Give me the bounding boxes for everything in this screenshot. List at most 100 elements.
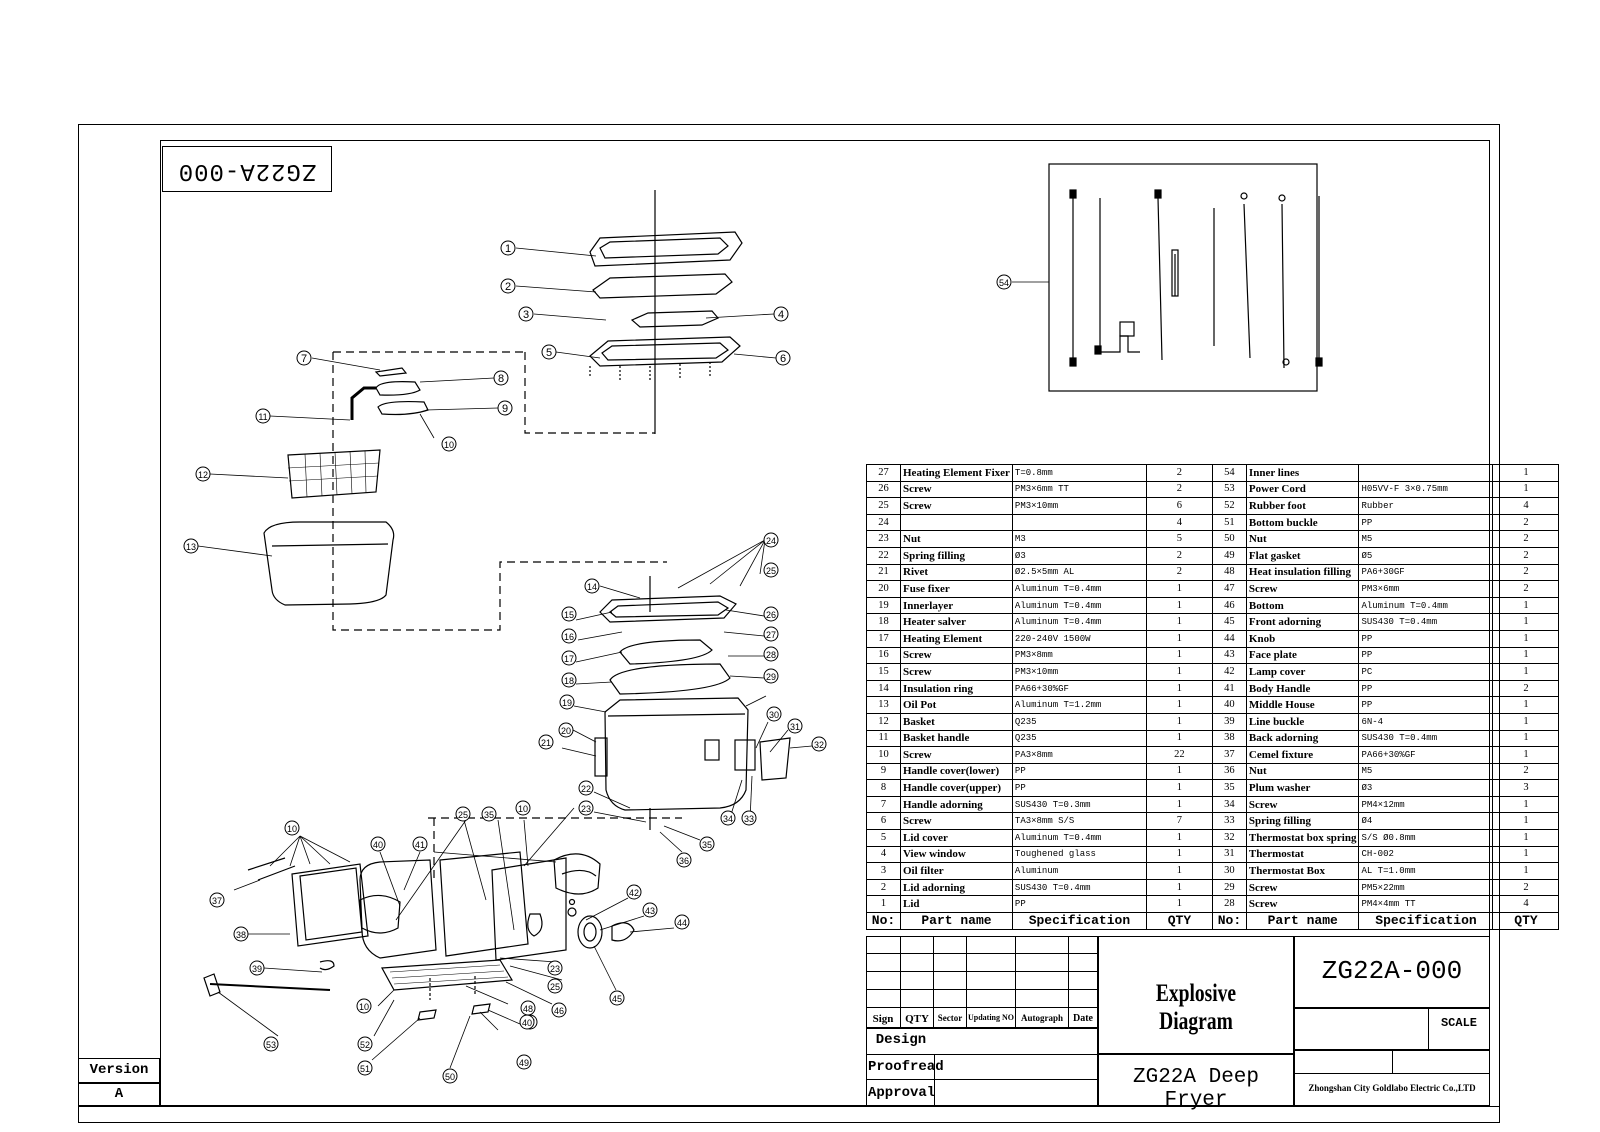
parts-cell: 1: [1492, 845, 1560, 864]
parts-cell: 1: [1492, 829, 1560, 847]
rev-header-date: Date: [1073, 1013, 1093, 1024]
parts-cell: 1: [1145, 878, 1213, 897]
parts-header-cell: Specification: [1011, 912, 1147, 930]
parts-cell: Line buckle: [1245, 712, 1360, 731]
callout-number: 10: [359, 1002, 369, 1012]
callout-balloon: [455, 806, 471, 822]
parts-cell: TA3×8mm S/S: [1011, 812, 1147, 831]
parts-cell: Basket handle: [900, 729, 1013, 748]
parts-cell: CH-002: [1358, 845, 1494, 864]
callout-number: 38: [236, 930, 246, 940]
parts-cell: Spring filling: [1245, 812, 1360, 831]
revision-grid: [866, 936, 1098, 1028]
callout-balloon: [183, 538, 199, 554]
parts-cell: 9: [866, 762, 901, 781]
callout-number: 26: [766, 610, 776, 620]
parts-cell: AL T=1.0mm: [1358, 862, 1494, 880]
rev-header-qty: QTY: [905, 1013, 929, 1025]
callout-number: 30: [769, 710, 779, 720]
callout-number: 53: [266, 1040, 276, 1050]
basket-assembly: [263, 351, 667, 631]
callout-number: 25: [458, 810, 468, 820]
callout-number: 10: [518, 804, 528, 814]
parts-cell: Rivet: [900, 563, 1013, 582]
parts-cell: Thermostat Box: [1245, 862, 1360, 880]
parts-cell: 1: [1492, 795, 1560, 814]
parts-cell: Heating Element Fixer: [900, 464, 1013, 482]
parts-cell: Screw: [900, 646, 1013, 665]
parts-cell: Lid cover: [900, 829, 1013, 847]
parts-cell: 2: [866, 878, 901, 897]
parts-cell: 15: [866, 663, 901, 681]
callout-balloon: [787, 718, 803, 734]
callout-balloon: [626, 884, 642, 900]
callout-balloon: [195, 466, 211, 482]
parts-cell: PP: [1011, 779, 1147, 797]
parts-header-cell: QTY: [1492, 912, 1560, 930]
callout-balloon: [578, 780, 594, 796]
callout-number: 42: [629, 888, 639, 898]
parts-cell: Nut: [900, 530, 1013, 548]
product-name: ZG22A Deep Fryer: [1132, 1066, 1260, 1112]
parts-cell: Screw: [900, 746, 1013, 764]
parts-cell: Screw: [1245, 795, 1360, 814]
callout-balloon: [547, 978, 563, 994]
callout-number: 17: [564, 654, 574, 664]
parts-cell: Innerlayer: [900, 596, 1013, 615]
parts-cell: Screw: [1245, 895, 1360, 914]
callout-number: 21: [541, 738, 551, 748]
parts-cell: Insulation ring: [900, 679, 1013, 698]
parts-cell: Screw: [1245, 878, 1360, 897]
parts-cell: 1: [1492, 646, 1560, 665]
callout-number: 18: [564, 676, 574, 686]
callout-balloon: [676, 852, 692, 868]
parts-cell: 54: [1211, 464, 1247, 482]
parts-cell: 1: [1145, 613, 1213, 631]
callout-number: 1: [505, 243, 511, 255]
parts-cell: SUS430 T=0.4mm: [1358, 613, 1494, 631]
parts-cell: 1: [866, 895, 901, 914]
callout-number: 4: [778, 309, 784, 321]
parts-cell: 1: [1492, 613, 1560, 631]
parts-cell: 3: [1492, 779, 1560, 797]
parts-cell: Aluminum T=0.4mm: [1011, 596, 1147, 615]
callout-balloon: [561, 650, 577, 666]
parts-cell: PM3×8mm: [1011, 646, 1147, 665]
number-cell: [1294, 936, 1490, 1008]
parts-cell: PM3×10mm: [1011, 663, 1147, 681]
callout-number: 35: [484, 810, 494, 820]
callout-number: 14: [587, 582, 597, 592]
callout-number: 50: [445, 1072, 455, 1082]
parts-cell: 2: [1492, 679, 1560, 698]
parts-cell: 42: [1211, 663, 1247, 681]
parts-cell: PM3×10mm: [1011, 497, 1147, 515]
parts-cell: 30: [1211, 862, 1247, 880]
lid-assembly: [524, 190, 743, 434]
parts-cell: Cemel fixture: [1245, 746, 1360, 764]
parts-cell: 47: [1211, 580, 1247, 598]
parts-cell: Ø3: [1011, 546, 1147, 565]
callout-number: 49: [519, 1058, 529, 1068]
parts-cell: PM3×6mm TT: [1011, 480, 1147, 499]
parts-cell: 51: [1211, 513, 1247, 532]
parts-cell: Aluminum: [1011, 862, 1147, 880]
callout-number: 9: [502, 403, 508, 415]
parts-cell: Screw: [1245, 580, 1360, 598]
callout-balloon: [741, 810, 757, 826]
parts-cell: Aluminum T=1.2mm: [1011, 696, 1147, 714]
rev-header-autograph: Autograph: [1020, 1013, 1063, 1023]
parts-cell: 46: [1211, 596, 1247, 615]
parts-cell: Heat insulation filling: [1245, 563, 1360, 582]
parts-cell: 28: [1211, 895, 1247, 914]
parts-cell: M5: [1358, 530, 1494, 548]
parts-cell: 1: [1492, 862, 1560, 880]
